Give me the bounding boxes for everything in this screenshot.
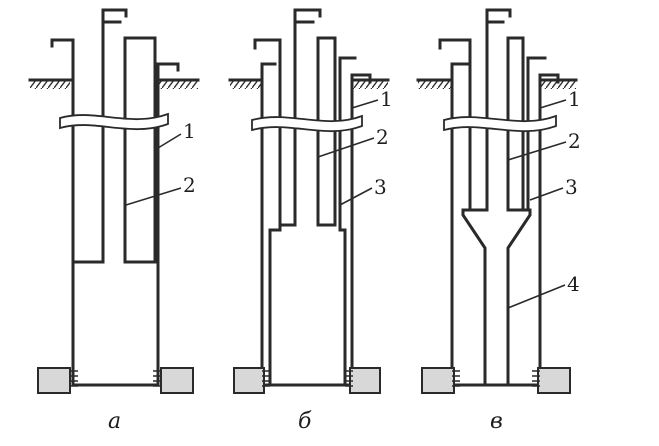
break-mark <box>251 114 363 133</box>
casing-1-left <box>260 62 277 387</box>
tube-4-right <box>506 208 532 387</box>
diagram-v: 1 2 3 4 в <box>416 8 581 434</box>
label-1: 1 <box>568 87 581 111</box>
label-2: 2 <box>183 173 196 197</box>
leader-1 <box>539 99 567 109</box>
packer-block-right <box>160 367 194 394</box>
caption-a: а <box>108 409 121 434</box>
tube-4-left <box>461 208 487 387</box>
casing-1-right <box>350 73 372 387</box>
leader-2 <box>507 141 567 161</box>
leader-1 <box>157 133 182 149</box>
leader-2 <box>317 137 375 158</box>
leader-4 <box>507 284 566 309</box>
leader-1 <box>351 99 379 109</box>
casing-3-right <box>338 56 357 232</box>
tubing-2-left <box>278 8 297 227</box>
leader-3 <box>339 187 373 206</box>
packer-block-left <box>233 367 265 394</box>
diagram-b: 1 2 3 б <box>228 8 393 434</box>
packer-block-left <box>421 367 455 394</box>
break-mark <box>59 112 169 131</box>
casing-3-left <box>253 38 282 232</box>
casing-1-left <box>450 62 470 387</box>
packer-block-left <box>37 367 71 394</box>
tubing-2-left <box>468 8 489 212</box>
leader-2 <box>125 187 182 206</box>
label-3: 3 <box>374 175 387 199</box>
ground-hatch-left <box>230 80 262 89</box>
caption-b: б <box>298 409 312 434</box>
label-2: 2 <box>376 125 389 149</box>
packer-block-right <box>349 367 381 394</box>
diagram-a: 1 2 а <box>28 8 200 434</box>
casing-1-right <box>538 73 560 387</box>
casing-1-left <box>50 38 75 387</box>
tubing-2-right <box>123 36 157 264</box>
packer-block-right <box>537 367 571 394</box>
ground-hatch-right <box>352 80 388 89</box>
casing-1-right <box>156 62 180 387</box>
ground-hatch-left <box>30 80 70 89</box>
label-1: 1 <box>183 119 196 143</box>
ground-hatch-right <box>158 80 198 89</box>
caption-v: в <box>490 409 503 434</box>
label-4: 4 <box>567 272 580 296</box>
ground-hatch-right <box>540 80 576 89</box>
label-1: 1 <box>380 87 393 111</box>
ground-hatch-left <box>418 80 452 89</box>
casing-3-right <box>526 56 547 212</box>
break-mark <box>443 114 557 133</box>
leader-3 <box>529 187 564 201</box>
label-2: 2 <box>568 129 581 153</box>
label-3: 3 <box>565 175 578 199</box>
tubing-2-left <box>74 8 105 264</box>
